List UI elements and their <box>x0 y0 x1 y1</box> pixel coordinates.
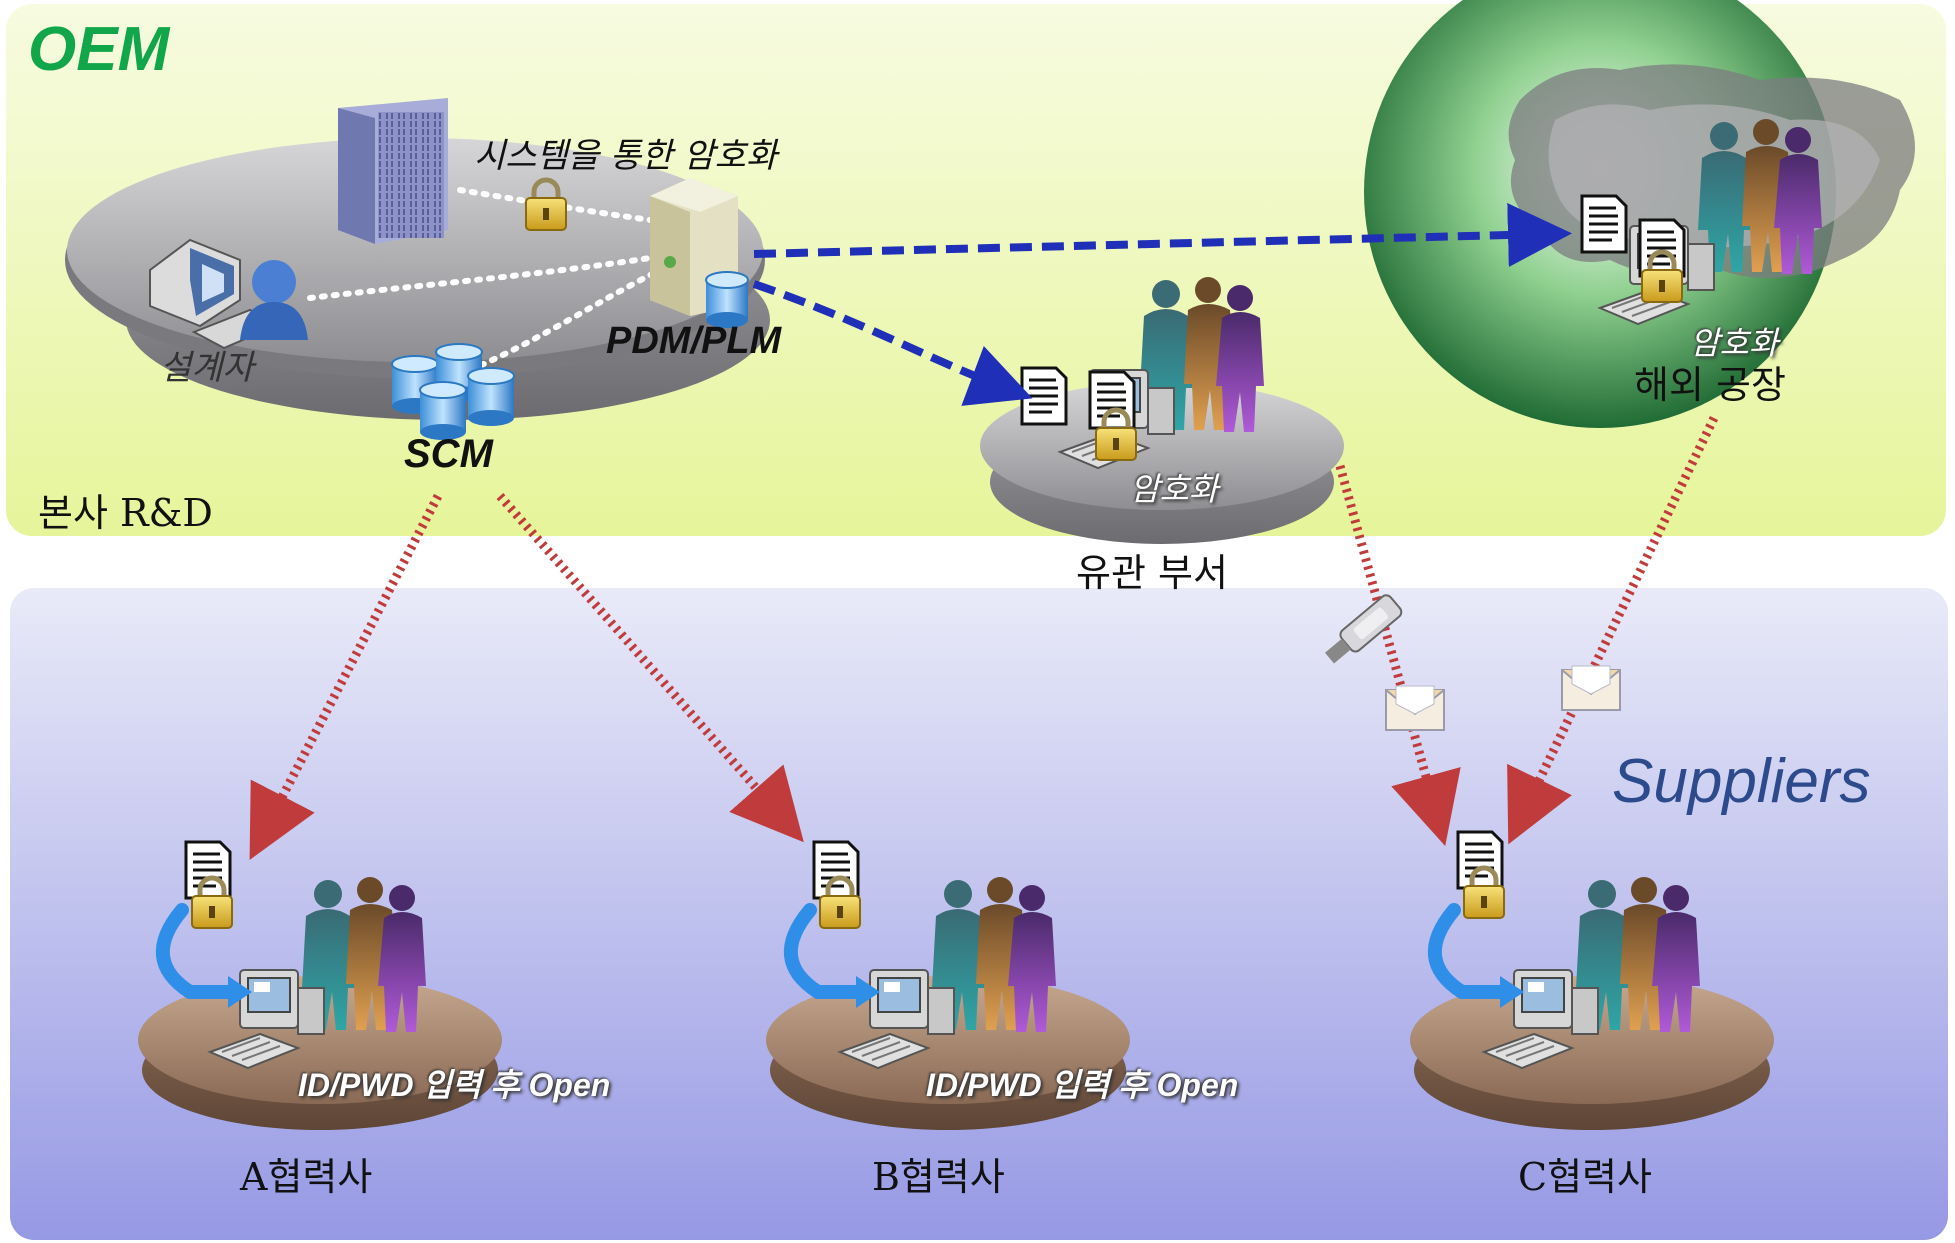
refresh-arrow-icon <box>155 903 239 999</box>
document-icon <box>1020 366 1068 426</box>
pdm-label: PDM/PLM <box>606 320 782 362</box>
refresh-arrow-icon <box>1427 903 1511 999</box>
document-icon <box>1638 218 1686 278</box>
hq-label: 본사 R&D <box>38 491 213 535</box>
oem-title: OEM <box>28 15 170 84</box>
supplier-c-label: C협력사 <box>1518 1155 1652 1199</box>
supplier-a-label: A협력사 <box>240 1155 373 1199</box>
user-icon <box>240 260 308 340</box>
overseas-factory-label: 해외 공장 <box>1634 363 1786 407</box>
scm-database-icon <box>391 343 515 440</box>
envelope-icon <box>1561 665 1621 711</box>
red-arrows <box>249 416 1719 860</box>
database-icon <box>705 271 749 328</box>
server-tower-icon <box>338 98 448 244</box>
document-icon <box>1580 194 1628 254</box>
supplier-b-label: B협력사 <box>872 1155 1005 1199</box>
supplier-a-caption: ID/PWD 입력 후 Open <box>298 1067 611 1103</box>
usb-drive-icon <box>1325 594 1403 664</box>
blue-arrows <box>752 203 1572 406</box>
refresh-arrowhead <box>856 976 880 1008</box>
people-group-icon <box>1698 119 1822 274</box>
overseas-encryption-label: 암호화 <box>1690 324 1779 362</box>
related-dept-encryption-label: 암호화 <box>1130 470 1219 508</box>
supplier-b-platform <box>766 976 1130 1130</box>
workstation-icon <box>149 238 283 350</box>
refresh-arrow-icon <box>783 903 867 999</box>
envelope-icon <box>1385 685 1445 731</box>
scm-label: SCM <box>404 432 493 476</box>
supplier-b-caption: ID/PWD 입력 후 Open <box>926 1067 1239 1103</box>
designer-label: 설계자 <box>160 348 254 388</box>
hq-network-links <box>307 187 663 373</box>
system-encryption-label: 시스템을 통한 암호화 <box>474 136 778 176</box>
refresh-arrowhead <box>1500 976 1524 1008</box>
refresh-arrowhead <box>228 976 252 1008</box>
suppliers-title: Suppliers <box>1612 747 1871 816</box>
related-dept-label: 유관 부서 <box>1076 551 1228 595</box>
